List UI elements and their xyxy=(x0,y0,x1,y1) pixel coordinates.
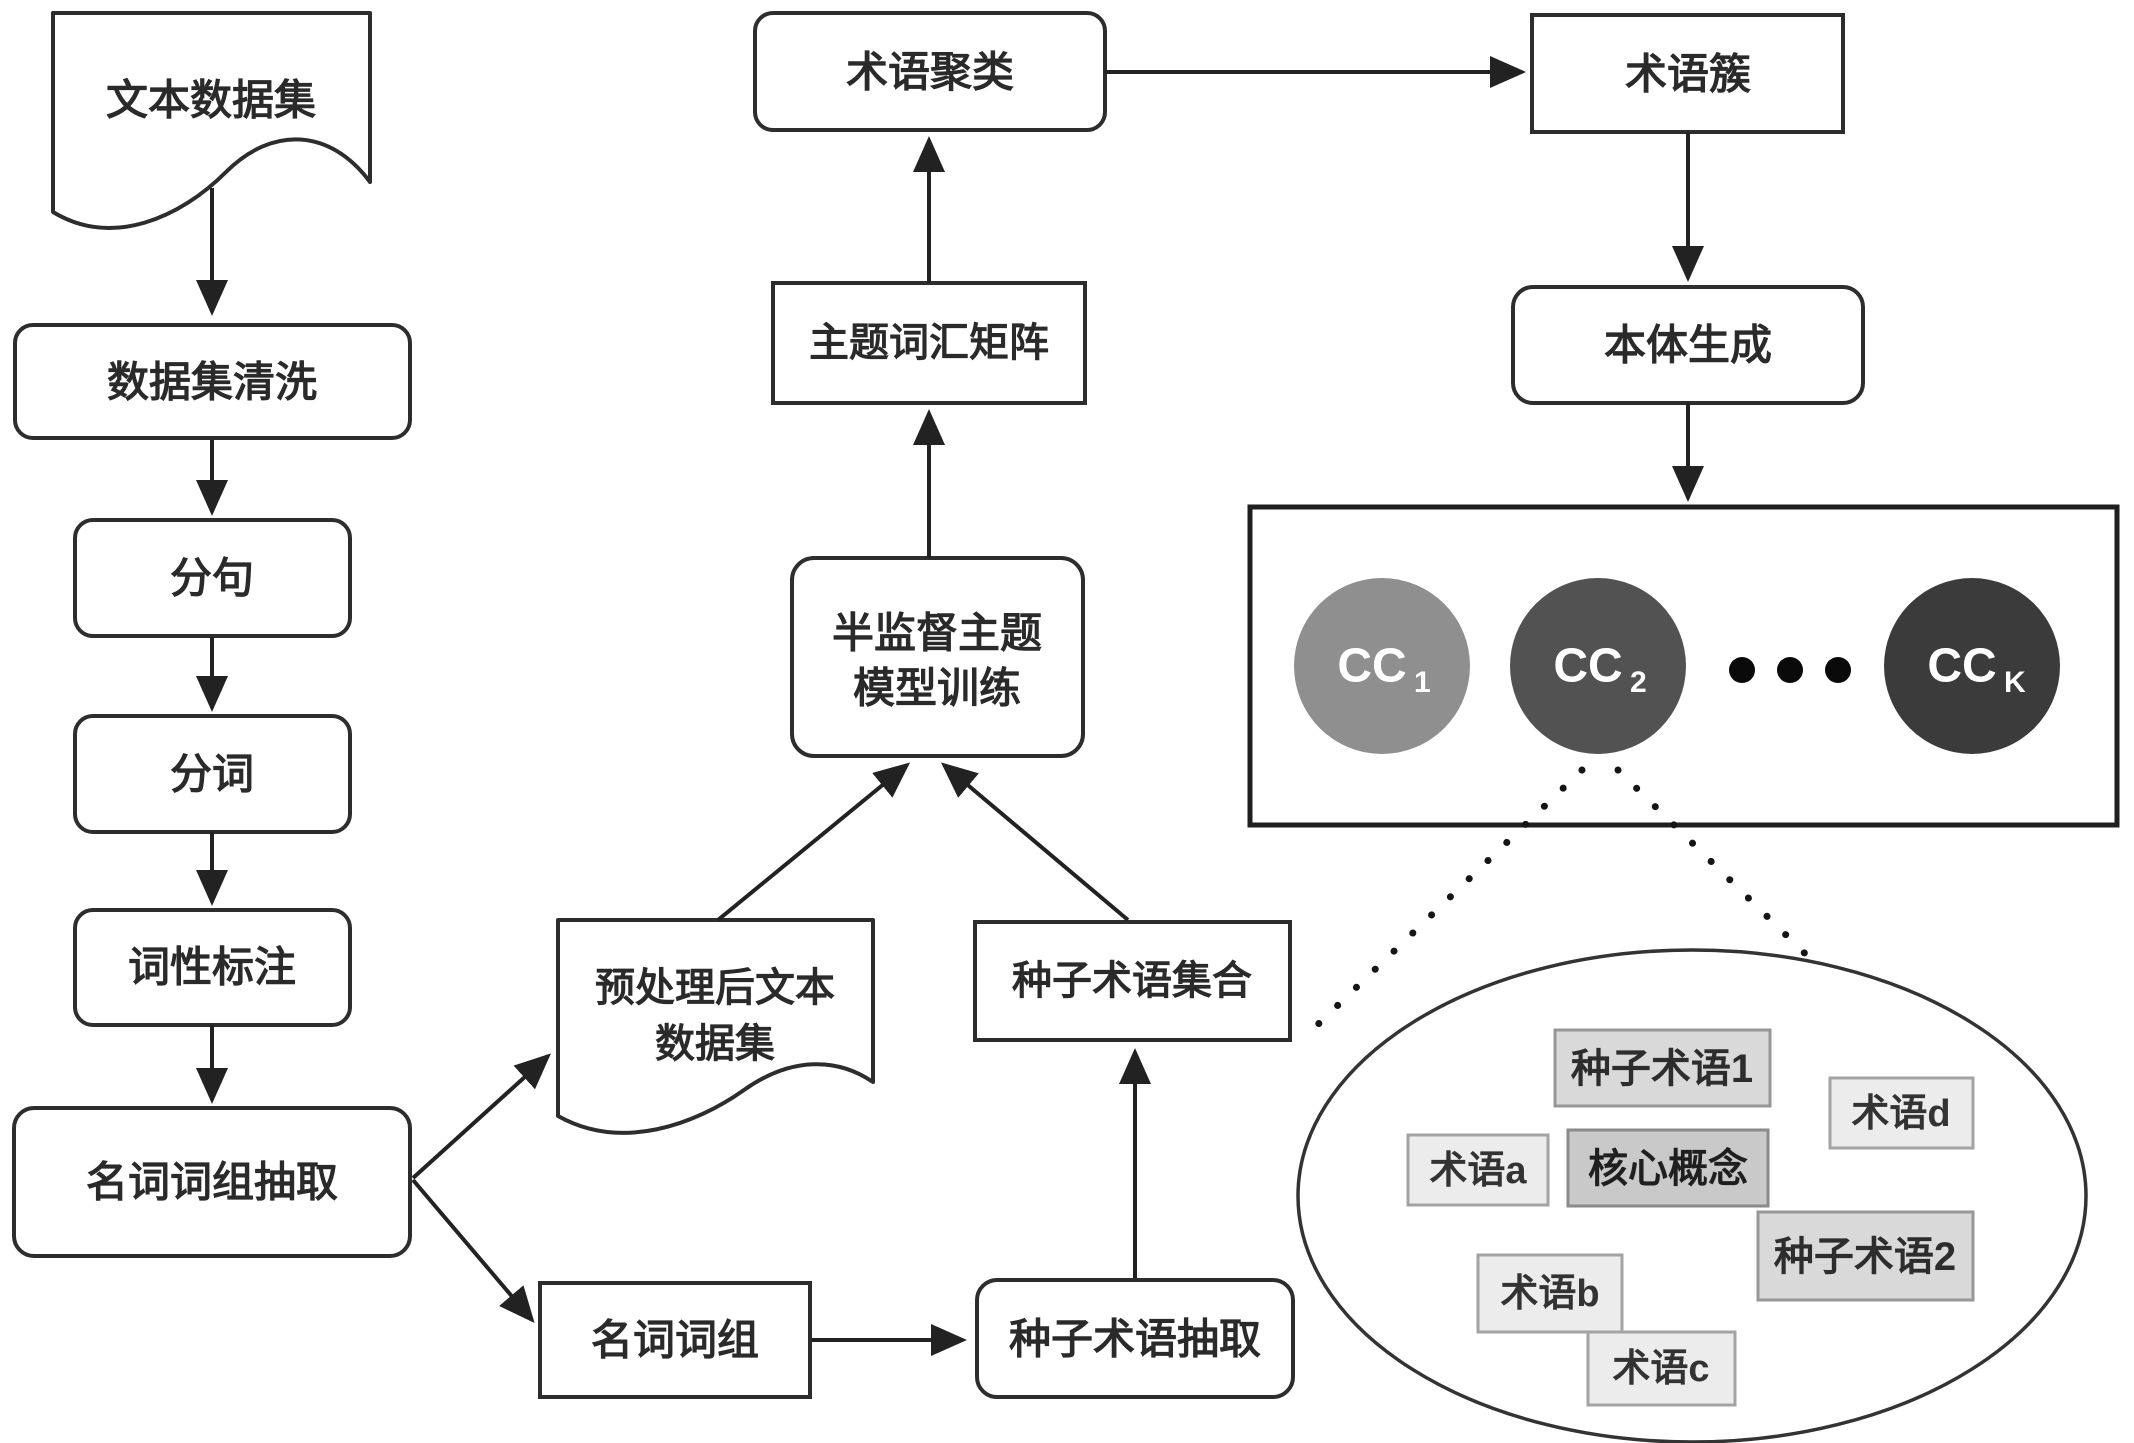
core-concept-label: 核心概念 xyxy=(1588,1146,1748,1191)
core-concept-box xyxy=(1566,1128,1770,1208)
dotted-line-cc2-right xyxy=(1614,766,1954,1100)
word-seg-label: 分词 xyxy=(170,751,254,798)
semi-supervised-label-line1: 半监督主题 xyxy=(832,610,1042,657)
dataset-cleaning-box xyxy=(13,323,412,440)
term-cluster-family-box xyxy=(1530,13,1845,134)
arrow-seedset-to-semisupervised xyxy=(940,762,1130,922)
cc1-label: CC xyxy=(1337,640,1406,693)
cck-subscript: K xyxy=(2004,666,2026,699)
cc2-label: CC xyxy=(1553,640,1622,693)
cc1-subscript: 1 xyxy=(1414,666,1431,699)
term-d-label: 术语d xyxy=(1851,1093,1950,1135)
seed-term-2-box xyxy=(1756,1210,1975,1302)
seed-term-extraction-box xyxy=(975,1278,1295,1399)
seed-term-2-label: 种子术语2 xyxy=(1774,1235,1956,1279)
ellipsis-dots xyxy=(1729,657,1851,683)
seed-term-set-label: 种子术语集合 xyxy=(1012,959,1252,1003)
arrow-preprocessed-to-semisupervised xyxy=(716,762,911,922)
cc2-circle xyxy=(1510,578,1686,754)
topic-word-matrix-label: 主题词汇矩阵 xyxy=(809,321,1049,365)
noun-phrase-extraction-label: 名词词组抽取 xyxy=(86,1159,338,1206)
term-a-box xyxy=(1406,1133,1550,1207)
preprocessed-dataset-label-line1: 预处理后文本 xyxy=(595,966,835,1010)
text-dataset-document-shape xyxy=(51,11,372,230)
preprocessed-dataset-document-shape xyxy=(556,918,875,1135)
cc2-subscript: 2 xyxy=(1630,666,1647,699)
term-cluster-family-label: 术语簇 xyxy=(1625,51,1752,98)
term-a-label: 术语a xyxy=(1429,1150,1527,1192)
sentence-split-box xyxy=(73,518,352,638)
seed-term-1-box xyxy=(1553,1028,1772,1108)
term-b-label: 术语b xyxy=(1500,1273,1599,1315)
term-b-box xyxy=(1476,1253,1624,1334)
arrow-npe-to-preprocessed xyxy=(411,1053,551,1180)
seed-term-1-label: 种子术语1 xyxy=(1571,1047,1753,1091)
semi-supervised-box xyxy=(790,556,1085,758)
term-c-box xyxy=(1586,1330,1737,1407)
pos-tagging-label: 词性标注 xyxy=(128,944,296,991)
cck-label: CC xyxy=(1927,640,1996,693)
seed-term-extraction-label: 种子术语抽取 xyxy=(1009,1316,1261,1363)
cc1-circle xyxy=(1294,578,1470,754)
semi-supervised-label-line2: 模型训练 xyxy=(853,665,1021,712)
sentence-split-label: 分句 xyxy=(170,555,254,602)
text-dataset-label: 文本数据集 xyxy=(106,77,316,124)
preprocessed-dataset-label-line2: 数据集 xyxy=(655,1022,775,1066)
cck-circle xyxy=(1884,578,2060,754)
arrow-npe-to-nounphrase xyxy=(411,1178,535,1324)
noun-phrase-box xyxy=(538,1281,812,1399)
dataset-cleaning-label: 数据集清洗 xyxy=(107,359,317,406)
term-d-box xyxy=(1828,1076,1975,1150)
noun-phrase-label: 名词词组 xyxy=(591,1317,759,1364)
ontology-generation-label: 本体生成 xyxy=(1604,322,1772,369)
term-c-label: 术语c xyxy=(1612,1348,1709,1390)
seed-term-set-box xyxy=(973,920,1292,1042)
term-clustering-label: 术语聚类 xyxy=(846,49,1014,96)
noun-phrase-extraction-box xyxy=(12,1106,412,1258)
